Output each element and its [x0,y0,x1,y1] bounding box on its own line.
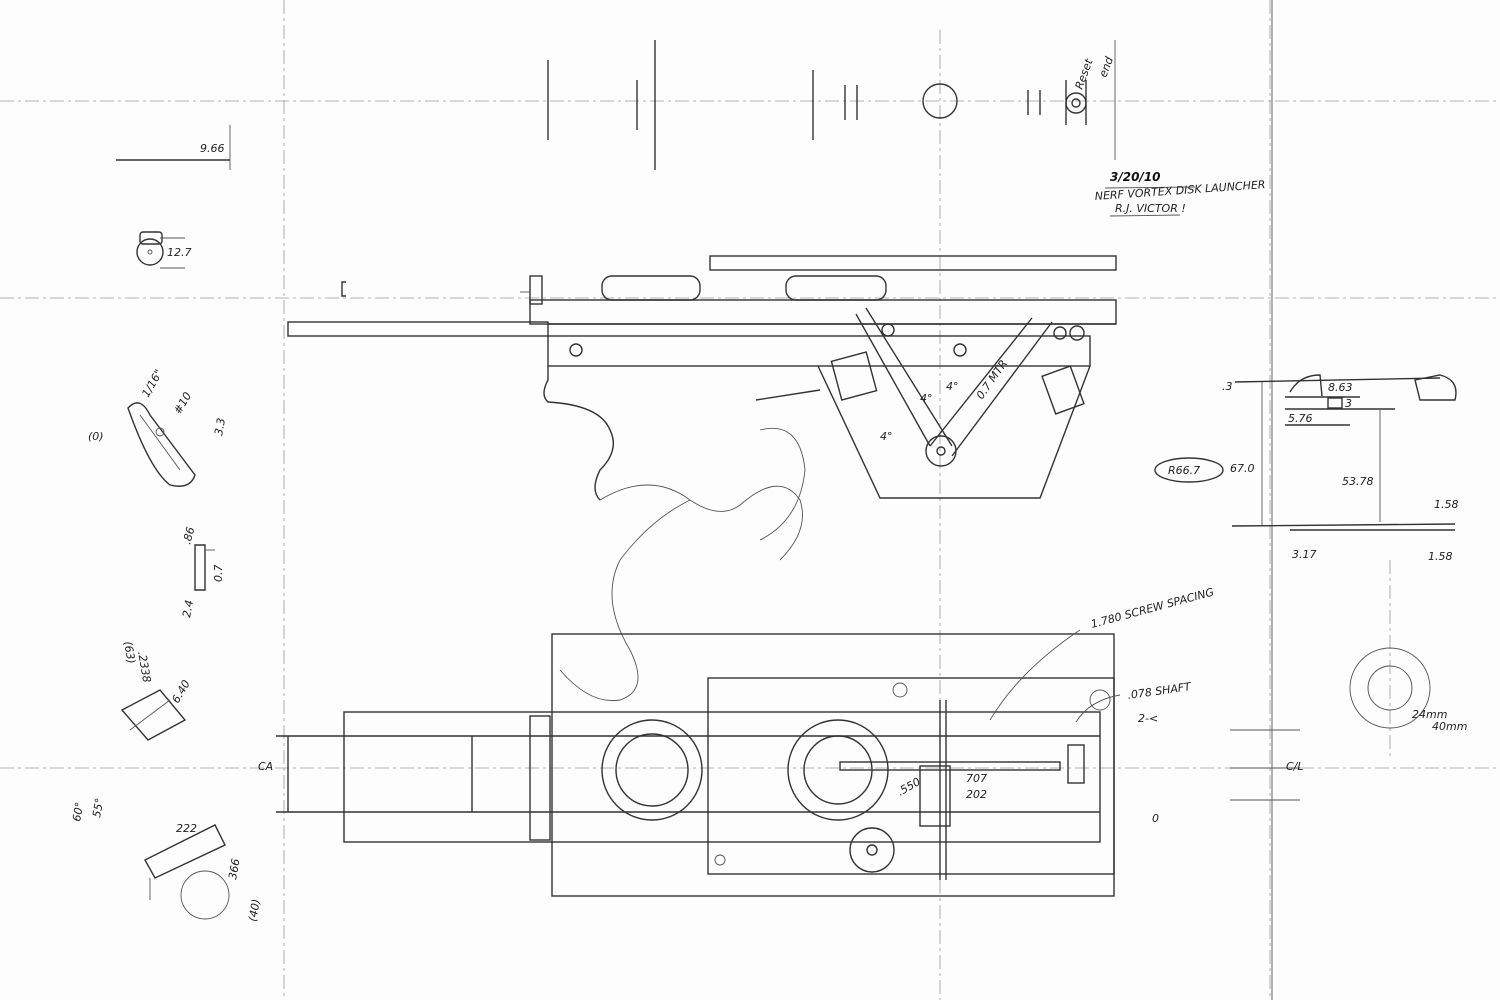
centerline-label: C/L [1286,760,1304,773]
radius-label: R66.7 [1168,464,1200,477]
angle-label-c: 4° [920,392,933,405]
top-view [547,40,1116,170]
dim-3: 3 [1345,397,1352,410]
mark-2: 2-< [1138,712,1158,725]
reset-label: Reset [1073,57,1096,91]
wheel-dim-2: 366 [226,858,242,881]
wheel-dim: 222 [176,822,197,835]
dim-9-66: 9.66 [200,142,225,155]
disk-diameter-2: 40mm [1432,720,1467,733]
pin-dim-top: .86 [180,526,197,546]
cam-label: (0) [88,430,104,443]
angle-note: 60° [70,801,86,822]
dim-12-7: 12.7 [167,246,192,259]
cam-screw: #10 [171,390,194,417]
side-view [287,255,1117,702]
pin-dim-mid: 0.7 [212,565,225,583]
mark-0: 0 [1152,812,1159,825]
dim-3-17: 3.17 [1292,548,1317,561]
plan-centerline-label: CA [258,760,273,773]
disk-diameter: 24mm [1412,708,1447,721]
right-section [1154,374,1457,801]
slot-dim: .2338 [135,650,153,683]
left-details [116,125,231,920]
pin-dim-bottom: 2.4 [180,599,196,618]
note-202: 202 [966,788,987,801]
dim-8-63: 8.63 [1328,381,1353,394]
note-550: .550 [895,775,923,799]
angle-note-2: 55° [90,797,106,818]
angle-label-a: 4° [946,380,959,393]
note-707: 707 [966,772,987,785]
dim-top: .3 [1222,380,1233,393]
cam-fraction: 1/16" [139,367,165,399]
dim-53-78: 53.78 [1342,475,1374,488]
dim-5-76: 5.76 [1288,412,1313,425]
wheel-label: (40) [246,898,263,923]
angle-label-b: 4° [880,430,893,443]
title-block: 3/20/10 NERF VORTEX DISK LAUNCHER R.J. V… [1094,170,1266,217]
end-label: end [1097,54,1117,79]
plan-view [276,629,1121,897]
motor-label: 0.7 MTR [974,358,1010,402]
shaft-note: .078 SHAFT [1127,680,1193,702]
dim-1-58-bottom: 1.58 [1428,550,1453,563]
slot-label: (63) [121,640,138,665]
cam-dim: 3.3 [212,417,228,436]
dim-1-58-top: 1.58 [1434,498,1459,511]
drawing-date: 3/20/10 [1110,170,1161,184]
drawing-author: R.J. VICTOR ! [1115,202,1186,215]
dim-67-0: 67.0 [1230,462,1255,475]
slot-dim-2: 6.40 [169,678,193,706]
screw-spacing-note: 1.780 SCREW SPACING [1089,585,1215,630]
